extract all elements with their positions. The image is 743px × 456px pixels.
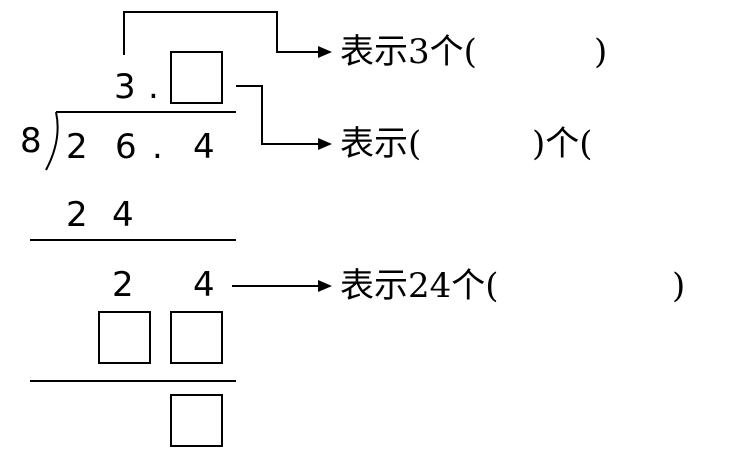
dividend-digit: 2	[66, 127, 88, 167]
quotient-decimal-box[interactable]	[170, 51, 223, 104]
connector-2	[236, 85, 318, 145]
dividend-digit: 4	[193, 127, 215, 167]
connector-1	[123, 11, 318, 55]
product-answer-box[interactable]	[98, 311, 151, 364]
dividend-decimal-point: .	[152, 127, 163, 167]
remainder-digit: 4	[193, 265, 215, 305]
product-answer-box[interactable]	[170, 311, 223, 364]
annotation-1-close-paren: )	[594, 32, 608, 72]
step1-product-digit: 2	[66, 195, 88, 235]
final-remainder-box[interactable]	[170, 394, 223, 447]
quotient-decimal-point: .	[148, 67, 159, 107]
annotation-3-text: 表示24个(	[340, 266, 499, 306]
annotation-2-text: 表示(	[340, 124, 422, 164]
annotation-1-text: 表示3个(	[340, 32, 477, 72]
annotation-2-middle: )个(	[532, 124, 593, 164]
arrowhead-3	[318, 280, 332, 292]
remainder-digit: 2	[112, 265, 134, 305]
division-bracket	[45, 111, 59, 171]
divisor: 8	[20, 121, 42, 161]
quotient-integer-digit: 3	[114, 67, 136, 107]
step1-product-digit: 4	[112, 195, 134, 235]
annotation-3-close-paren: )	[672, 266, 686, 306]
arrowhead-1	[318, 46, 332, 58]
dividend-digit: 6	[115, 127, 137, 167]
arrowhead-2	[318, 138, 332, 150]
